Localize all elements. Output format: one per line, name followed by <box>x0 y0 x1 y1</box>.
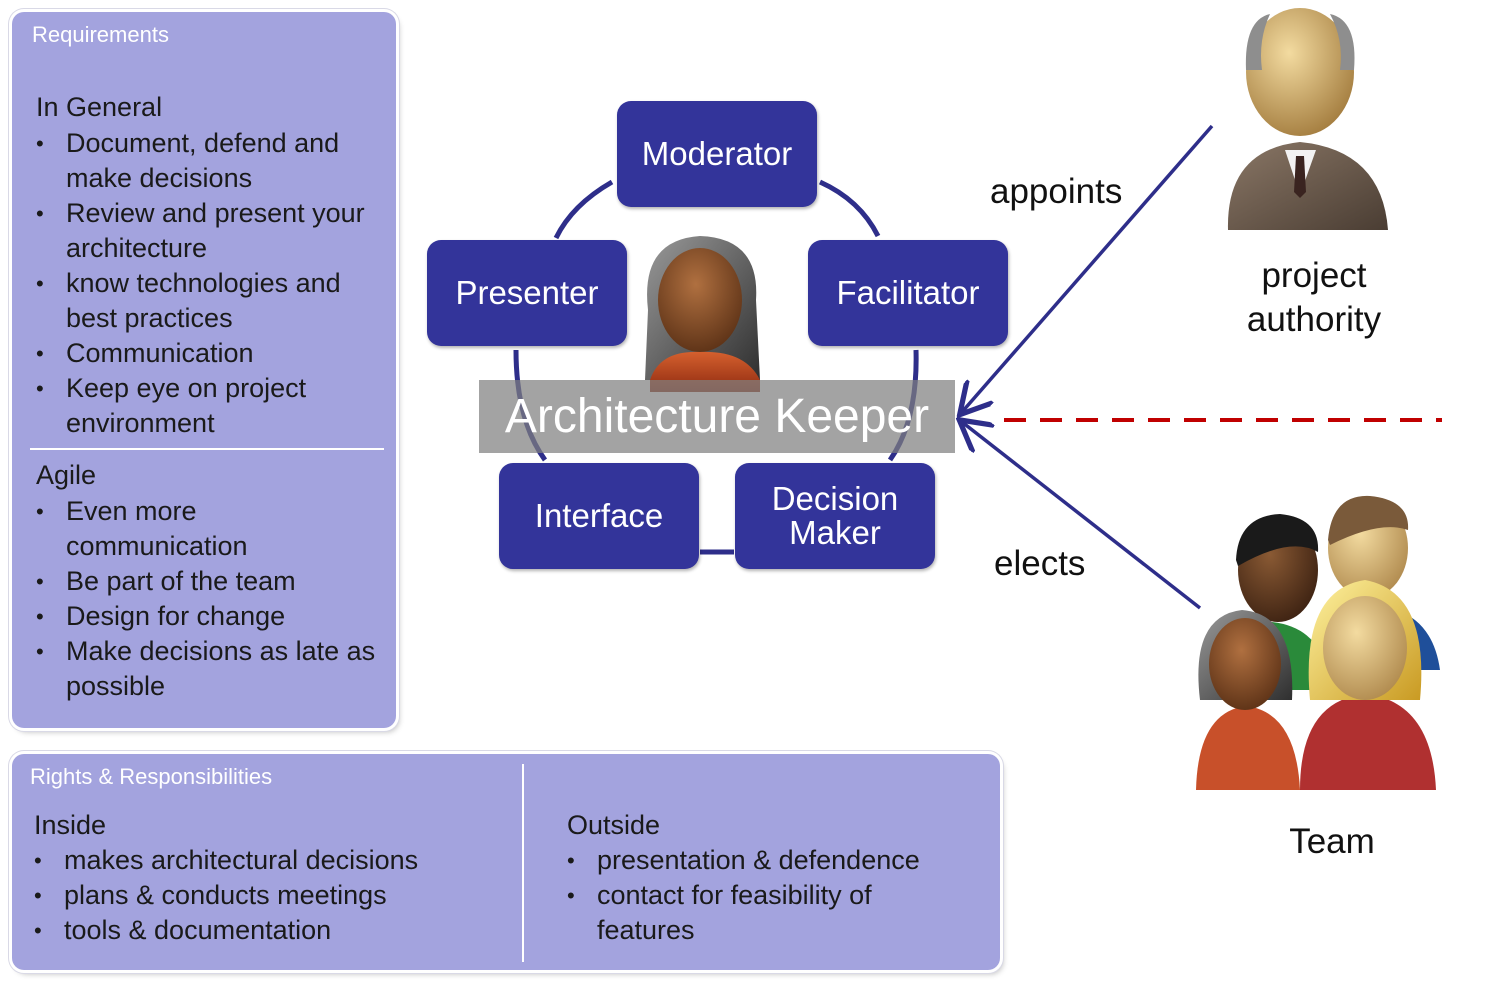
list-item: Keep eye on project environment <box>36 371 381 441</box>
role-presenter: Presenter <box>427 240 627 346</box>
list-item: know technologies and best practices <box>36 266 381 336</box>
inside-list: makes architectural decisions plans & co… <box>34 843 504 948</box>
architecture-keeper-label: Architecture Keeper <box>479 380 955 453</box>
rights-divider <box>522 764 524 962</box>
list-item: Document, defend and make decisions <box>36 126 381 196</box>
role-moderator: Moderator <box>617 101 817 207</box>
authority-caption: project authority <box>1246 256 1382 339</box>
role-facilitator: Facilitator <box>808 240 1008 346</box>
ring-arc-top-left <box>553 179 614 240</box>
outside-list: presentation & defendence contact for fe… <box>567 843 967 948</box>
inside-heading: Inside <box>34 810 107 840</box>
list-item: contact for feasibility of features <box>567 878 967 948</box>
role-interface: Interface <box>499 463 699 569</box>
agile-list: Even more communication Be part of the t… <box>36 494 381 704</box>
rights-panel: Rights & Responsibilities Inside makes a… <box>12 754 1000 970</box>
list-item: Be part of the team <box>36 564 381 599</box>
list-item: makes architectural decisions <box>34 843 504 878</box>
team-caption: Team <box>1289 822 1375 861</box>
requirements-divider <box>30 448 384 450</box>
list-item: plans & conducts meetings <box>34 878 504 913</box>
appoints-arrow <box>962 124 1214 412</box>
general-list: Document, defend and make decisions Revi… <box>36 126 381 441</box>
requirements-panel: Requirements In General Document, defend… <box>12 12 396 728</box>
list-item: tools & documentation <box>34 913 504 948</box>
list-item: presentation & defendence <box>567 843 967 878</box>
outside-heading: Outside <box>567 810 661 840</box>
elects-label: elects <box>994 544 1086 583</box>
list-item: Review and present your architecture <box>36 196 381 266</box>
elects-arrow <box>962 422 1202 610</box>
list-item: Communication <box>36 336 381 371</box>
list-item: Design for change <box>36 599 381 634</box>
general-heading: In General <box>36 92 163 122</box>
appoints-label: appoints <box>990 172 1123 211</box>
list-item: Make decisions as late as possible <box>36 634 381 704</box>
requirements-title: Requirements <box>32 22 169 47</box>
agile-heading: Agile <box>36 460 97 490</box>
list-item: Even more communication <box>36 494 381 564</box>
role-decision-maker: Decision Maker <box>735 463 935 569</box>
rights-title: Rights & Responsibilities <box>30 764 273 789</box>
ring-arc-top-right <box>818 179 881 238</box>
